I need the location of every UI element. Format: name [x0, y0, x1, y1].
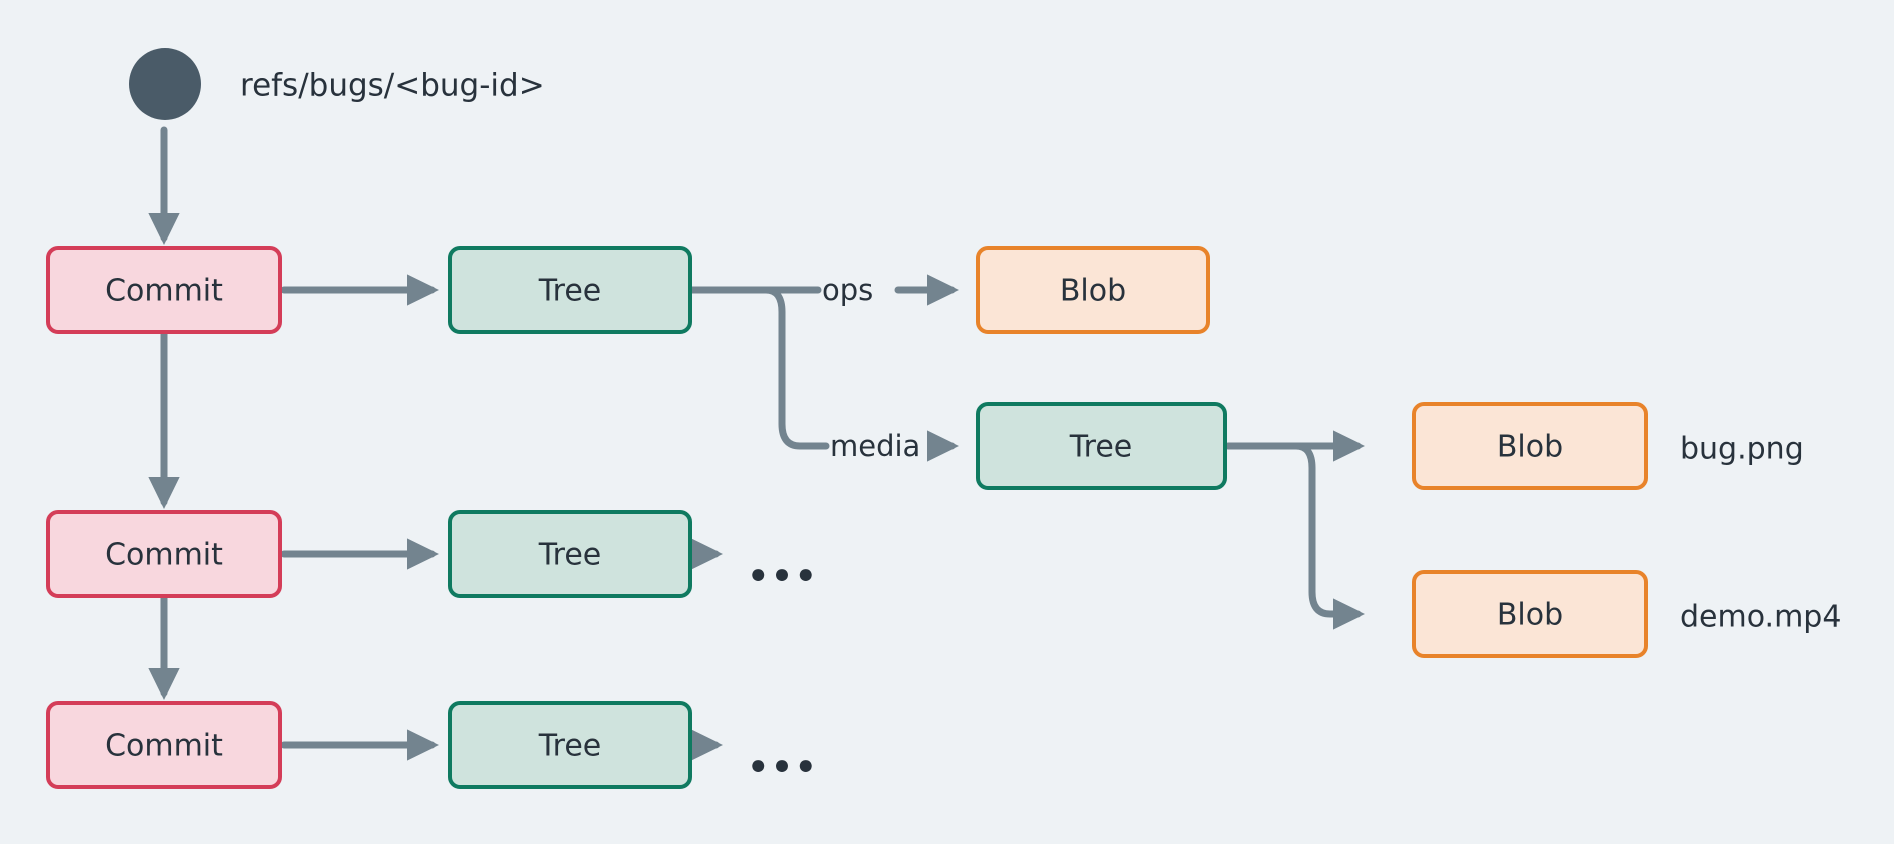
tree-node-2[interactable]: Tree	[448, 510, 692, 598]
ref-head-dot[interactable]	[129, 48, 201, 120]
edge-treemedia-to-blob-demo	[1292, 442, 1366, 630]
ellipsis-tree-3: •••	[747, 748, 818, 788]
tree-box-1[interactable]	[448, 246, 692, 334]
commit-node-2[interactable]: Commit	[46, 510, 282, 598]
edge-tree1-branch-to-media	[762, 286, 830, 450]
ref-head-group: refs/bugs/<bug-id>	[129, 48, 545, 120]
commit-label-3: Commit	[105, 729, 223, 764]
blob-label-bug: Blob	[1497, 430, 1563, 465]
blob-box-bug[interactable]	[1412, 402, 1648, 490]
edge-layer	[148, 126, 1366, 761]
edge-label-ops: ops	[822, 273, 873, 307]
tree-label-3: Tree	[538, 729, 602, 764]
tree-label-media: Tree	[1069, 430, 1133, 465]
blob-label-ops: Blob	[1060, 274, 1126, 309]
side-label-demo-mp4: demo.mp4	[1680, 600, 1841, 635]
edge-label-media: media	[830, 429, 920, 463]
ref-label: refs/bugs/<bug-id>	[240, 68, 545, 104]
blob-node-ops[interactable]: Blob	[976, 246, 1210, 334]
blob-node-demo[interactable]: Blob demo.mp4	[1412, 570, 1841, 658]
tree-node-media[interactable]: Tree	[976, 402, 1227, 490]
commit-node-3[interactable]: Commit	[46, 701, 282, 789]
blob-box-ops[interactable]	[976, 246, 1210, 334]
blob-box-demo[interactable]	[1412, 570, 1648, 658]
tree-label-2: Tree	[538, 538, 602, 573]
blob-label-demo: Blob	[1497, 598, 1563, 633]
commit-label-2: Commit	[105, 538, 223, 573]
side-label-bug-png: bug.png	[1680, 432, 1804, 467]
tree-box-media[interactable]	[976, 402, 1227, 490]
blob-node-bug[interactable]: Blob bug.png	[1412, 402, 1804, 490]
ellipsis-tree-2: •••	[747, 557, 818, 597]
commit-box-3[interactable]	[46, 701, 282, 789]
tree-node-1[interactable]: Tree	[448, 246, 692, 334]
tree-node-3[interactable]: Tree	[448, 701, 692, 789]
commit-box-1[interactable]	[46, 246, 282, 334]
commit-label-1: Commit	[105, 274, 223, 309]
tree-label-1: Tree	[538, 274, 602, 309]
tree-box-2[interactable]	[448, 510, 692, 598]
tree-box-3[interactable]	[448, 701, 692, 789]
commit-box-2[interactable]	[46, 510, 282, 598]
commit-node-1[interactable]: Commit	[46, 246, 282, 334]
